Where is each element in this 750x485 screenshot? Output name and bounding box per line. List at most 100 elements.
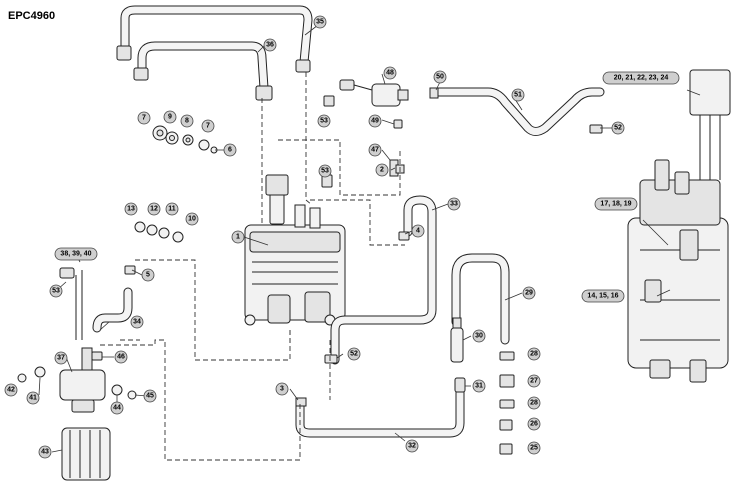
callout-label: 20, 21, 22, 23, 24 [614,75,669,82]
callout-label: 29 [525,290,533,297]
callout-label: 2 [380,167,384,174]
callout-label: 4 [416,228,420,235]
callout-37: 37 [54,351,68,365]
callout-label: 32 [408,443,416,450]
hose-36 [133,41,273,101]
callout-4: 4 [411,224,425,238]
hose-35 [116,5,313,73]
callout-label: 50 [436,74,444,81]
callout-label: 48 [386,70,394,77]
callout-label: 47 [371,147,379,154]
oil-filter-assembly [59,267,111,481]
callout-38-39-40: 38, 39, 40 [54,247,98,261]
diagram-code: EPC4960 [8,10,56,22]
callout-28: 28 [527,396,541,410]
callout-label: 44 [113,405,121,412]
callout-label: 6 [228,147,232,154]
callout-label: 52 [350,351,358,358]
callout-48: 48 [383,66,397,80]
hose-51 [433,87,605,136]
callout-label: 43 [41,449,49,456]
callout-31: 31 [472,379,486,393]
callout-50: 50 [433,70,447,84]
callout-53: 53 [318,164,332,178]
fuel-pump-module [627,69,731,383]
callout-7: 7 [137,111,151,125]
callout-49: 49 [368,114,382,128]
callout-label: 53 [320,118,328,125]
callout-label: 37 [57,355,65,362]
callout-label: 7 [142,115,146,122]
callout-label: 42 [7,387,15,394]
callout-14-15-16: 14, 15, 16 [581,289,625,303]
callout-17-18-19: 17, 18, 19 [594,197,638,211]
callout-label: 46 [117,354,125,361]
hose-33 [330,195,437,365]
hose-34 [92,287,133,333]
callout-33: 33 [447,197,461,211]
callout-44: 44 [110,401,124,415]
callout-53: 53 [317,114,331,128]
callout-43: 43 [38,445,52,459]
callout-1: 1 [231,230,245,244]
callout-label: 33 [450,201,458,208]
callout-label: 41 [29,395,37,402]
callout-label: 13 [127,206,135,213]
callout-30: 30 [472,329,486,343]
inline-filter [450,317,466,393]
callout-label: 25 [530,445,538,452]
callout-26: 26 [527,417,541,431]
callout-11: 11 [165,202,179,216]
callout-label: 35 [316,19,324,26]
callout-label: 7 [206,123,210,130]
callout-label: 1 [236,234,240,241]
callout-5: 5 [141,268,155,282]
callout-8: 8 [180,114,194,128]
hose-29 [451,253,510,345]
callout-52: 52 [347,347,361,361]
callout-36: 36 [263,38,277,52]
callout-label: 28 [530,400,538,407]
callout-label: 53 [52,288,60,295]
callout-label: 10 [188,216,196,223]
callout-27: 27 [527,374,541,388]
callout-label: 9 [168,114,172,121]
callout-label: 52 [614,125,622,132]
callout-3: 3 [275,382,289,396]
callout-label: 38, 39, 40 [60,251,91,258]
callout-29: 29 [522,286,536,300]
leader-lines [38,21,701,453]
callout-25: 25 [527,441,541,455]
callout-45: 45 [143,389,157,403]
callout-7: 7 [201,119,215,133]
callout-label: 3 [280,386,284,393]
callout-34: 34 [130,315,144,329]
callout-13: 13 [124,202,138,216]
callout-label: 45 [146,393,154,400]
callout-label: 51 [514,92,522,99]
callout-52: 52 [611,121,625,135]
callout-label: 30 [475,333,483,340]
callout-label: 26 [530,421,538,428]
callout-label: 11 [168,206,176,213]
dashed-connections [100,72,405,461]
callout-53: 53 [49,284,63,298]
fuel-filter-housing [244,174,346,326]
callout-label: 27 [530,378,538,385]
callout-9: 9 [163,110,177,124]
callout-label: 5 [146,272,150,279]
callout-label: 34 [133,319,141,326]
callout-label: 36 [266,42,274,49]
callout-label: 17, 18, 19 [600,201,631,208]
callout-12: 12 [147,202,161,216]
loose-parts [17,87,603,455]
callout-2: 2 [375,163,389,177]
hose-32 [295,387,465,438]
callout-6: 6 [223,143,237,157]
callout-51: 51 [511,88,525,102]
callout-41: 41 [26,391,40,405]
callout-label: 49 [371,118,379,125]
callout-10: 10 [185,212,199,226]
callout-label: 28 [530,351,538,358]
